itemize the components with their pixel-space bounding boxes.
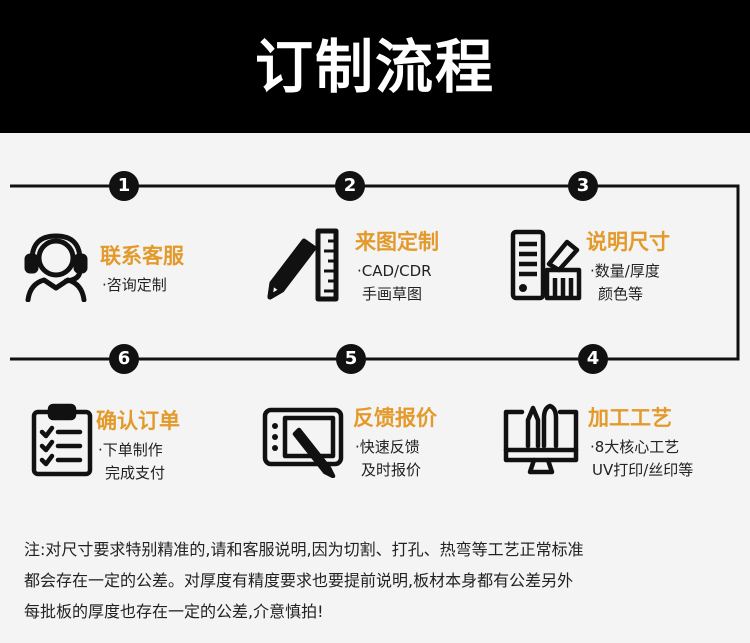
tablet-pen-icon (262, 407, 344, 478)
step-4-title: 加工工艺 (588, 406, 672, 430)
step-2-badge: 2 (335, 171, 365, 201)
step-5-desc-line-1: ·快速反馈 (355, 438, 420, 456)
step-5-title: 反馈报价 (353, 406, 437, 430)
step-3-desc-line-2: 颜色等 (598, 285, 644, 303)
step-2-desc-line-1: ·CAD/CDR (357, 262, 432, 280)
step-1-desc-line-1: ·咨询定制 (102, 276, 167, 294)
step-4-badge: 4 (578, 344, 608, 374)
step-6-badge: 6 (109, 344, 139, 374)
step-3-desc-line-1: ·数量/厚度 (590, 262, 660, 280)
step-4-desc-line-2: UV打印/丝印等 (592, 461, 694, 479)
step-2-desc-line-2: 手画草图 (362, 285, 423, 303)
pencil-ruler-icon (267, 228, 339, 302)
notice-text: 注:对尺寸要求特别精准的,请和客服说明,因为切割、打孔、热弯等工艺正常标准 都会… (24, 534, 729, 627)
clipboard-checklist-icon (31, 403, 93, 477)
notice-line: 注:对尺寸要求特别精准的,请和客服说明,因为切割、打孔、热弯等工艺正常标准 (24, 540, 584, 559)
header-bar: 订制流程 (0, 0, 750, 133)
customer-service-icon (24, 233, 88, 302)
spec-sheet-icon (510, 229, 582, 301)
step-4-desc-line-1: ·8大核心工艺 (590, 438, 680, 456)
step-3-title: 说明尺寸 (586, 230, 670, 254)
step-3-badge: 3 (568, 171, 598, 201)
step-6-title: 确认订单 (96, 409, 180, 433)
step-1-title: 联系客服 (100, 244, 184, 268)
notice-line: 都会存在一定的公差。对厚度有精度要求也要提前说明,板材本身都有公差另外 (24, 571, 574, 590)
step-5-badge: 5 (336, 344, 366, 374)
process-panel (0, 133, 750, 643)
notice-line: 每批板的厚度也存在一定的公差,介意慎拍! (24, 602, 324, 621)
step-6-desc-line-2: 完成支付 (105, 464, 166, 482)
step-6-desc-line-1: ·下单制作 (98, 441, 163, 459)
monitor-tools-icon (503, 403, 579, 475)
step-5-desc-line-2: 及时报价 (361, 461, 422, 479)
page-title: 订制流程 (254, 33, 495, 101)
step-1-badge: 1 (109, 171, 139, 201)
step-2-title: 来图定制 (355, 230, 439, 254)
